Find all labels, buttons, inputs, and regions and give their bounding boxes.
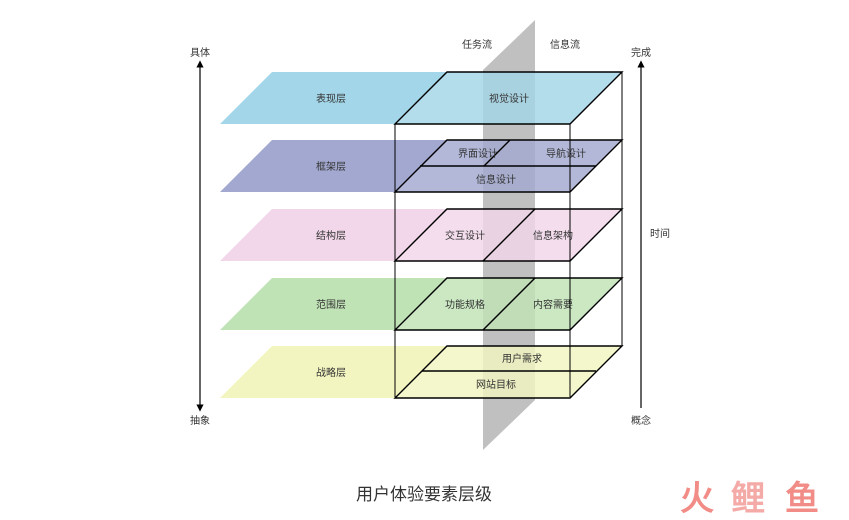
box-divider-line (483, 139, 511, 167)
layer-name: 范围层 (316, 298, 346, 311)
axis-left-top-label: 具体 (190, 47, 210, 59)
layer-item: 导航设计 (546, 147, 586, 160)
axis-left-bottom-label: 抽象 (190, 414, 210, 427)
layer-name: 战略层 (316, 366, 346, 379)
layer-name: 结构层 (316, 229, 346, 242)
layer-item: 信息设计 (476, 173, 516, 186)
box-divider-line (482, 277, 536, 331)
axis-right-bottom-label: 概念 (631, 414, 651, 427)
layer-band (220, 346, 447, 398)
layer-item: 信息架构 (533, 229, 573, 242)
layer-name: 表现层 (316, 92, 346, 105)
task-flow-label: 任务流 (462, 38, 492, 51)
layer-band (220, 72, 447, 124)
axis-right-middle-label: 时间 (650, 227, 670, 240)
logo: 火 鲤 鱼 (680, 479, 819, 519)
layer-band (220, 209, 447, 261)
layer-item: 内容需要 (533, 298, 573, 311)
layer-item: 用户需求 (502, 352, 542, 365)
layer-band (220, 140, 447, 192)
layer-item: 视觉设计 (489, 92, 529, 105)
logo-char-2: 鲤 (731, 479, 765, 519)
layer-item: 交互设计 (445, 229, 485, 242)
layer-band (220, 278, 447, 330)
logo-char-1: 火 (680, 479, 714, 519)
logo-char-3: 鱼 (785, 479, 819, 519)
axis-right-top-label: 完成 (631, 46, 651, 59)
layer-item: 界面设计 (458, 147, 498, 160)
layer-box (393, 345, 624, 399)
diagram-caption: 用户体验要素层级 (356, 485, 492, 505)
info-flow-label: 信息流 (550, 38, 580, 51)
box-divider-line (482, 208, 536, 262)
layer-item: 功能规格 (445, 298, 485, 311)
layer-item: 网站目标 (476, 378, 516, 391)
box-vertical-edges (394, 72, 623, 397)
layer-name: 框架层 (316, 160, 346, 173)
